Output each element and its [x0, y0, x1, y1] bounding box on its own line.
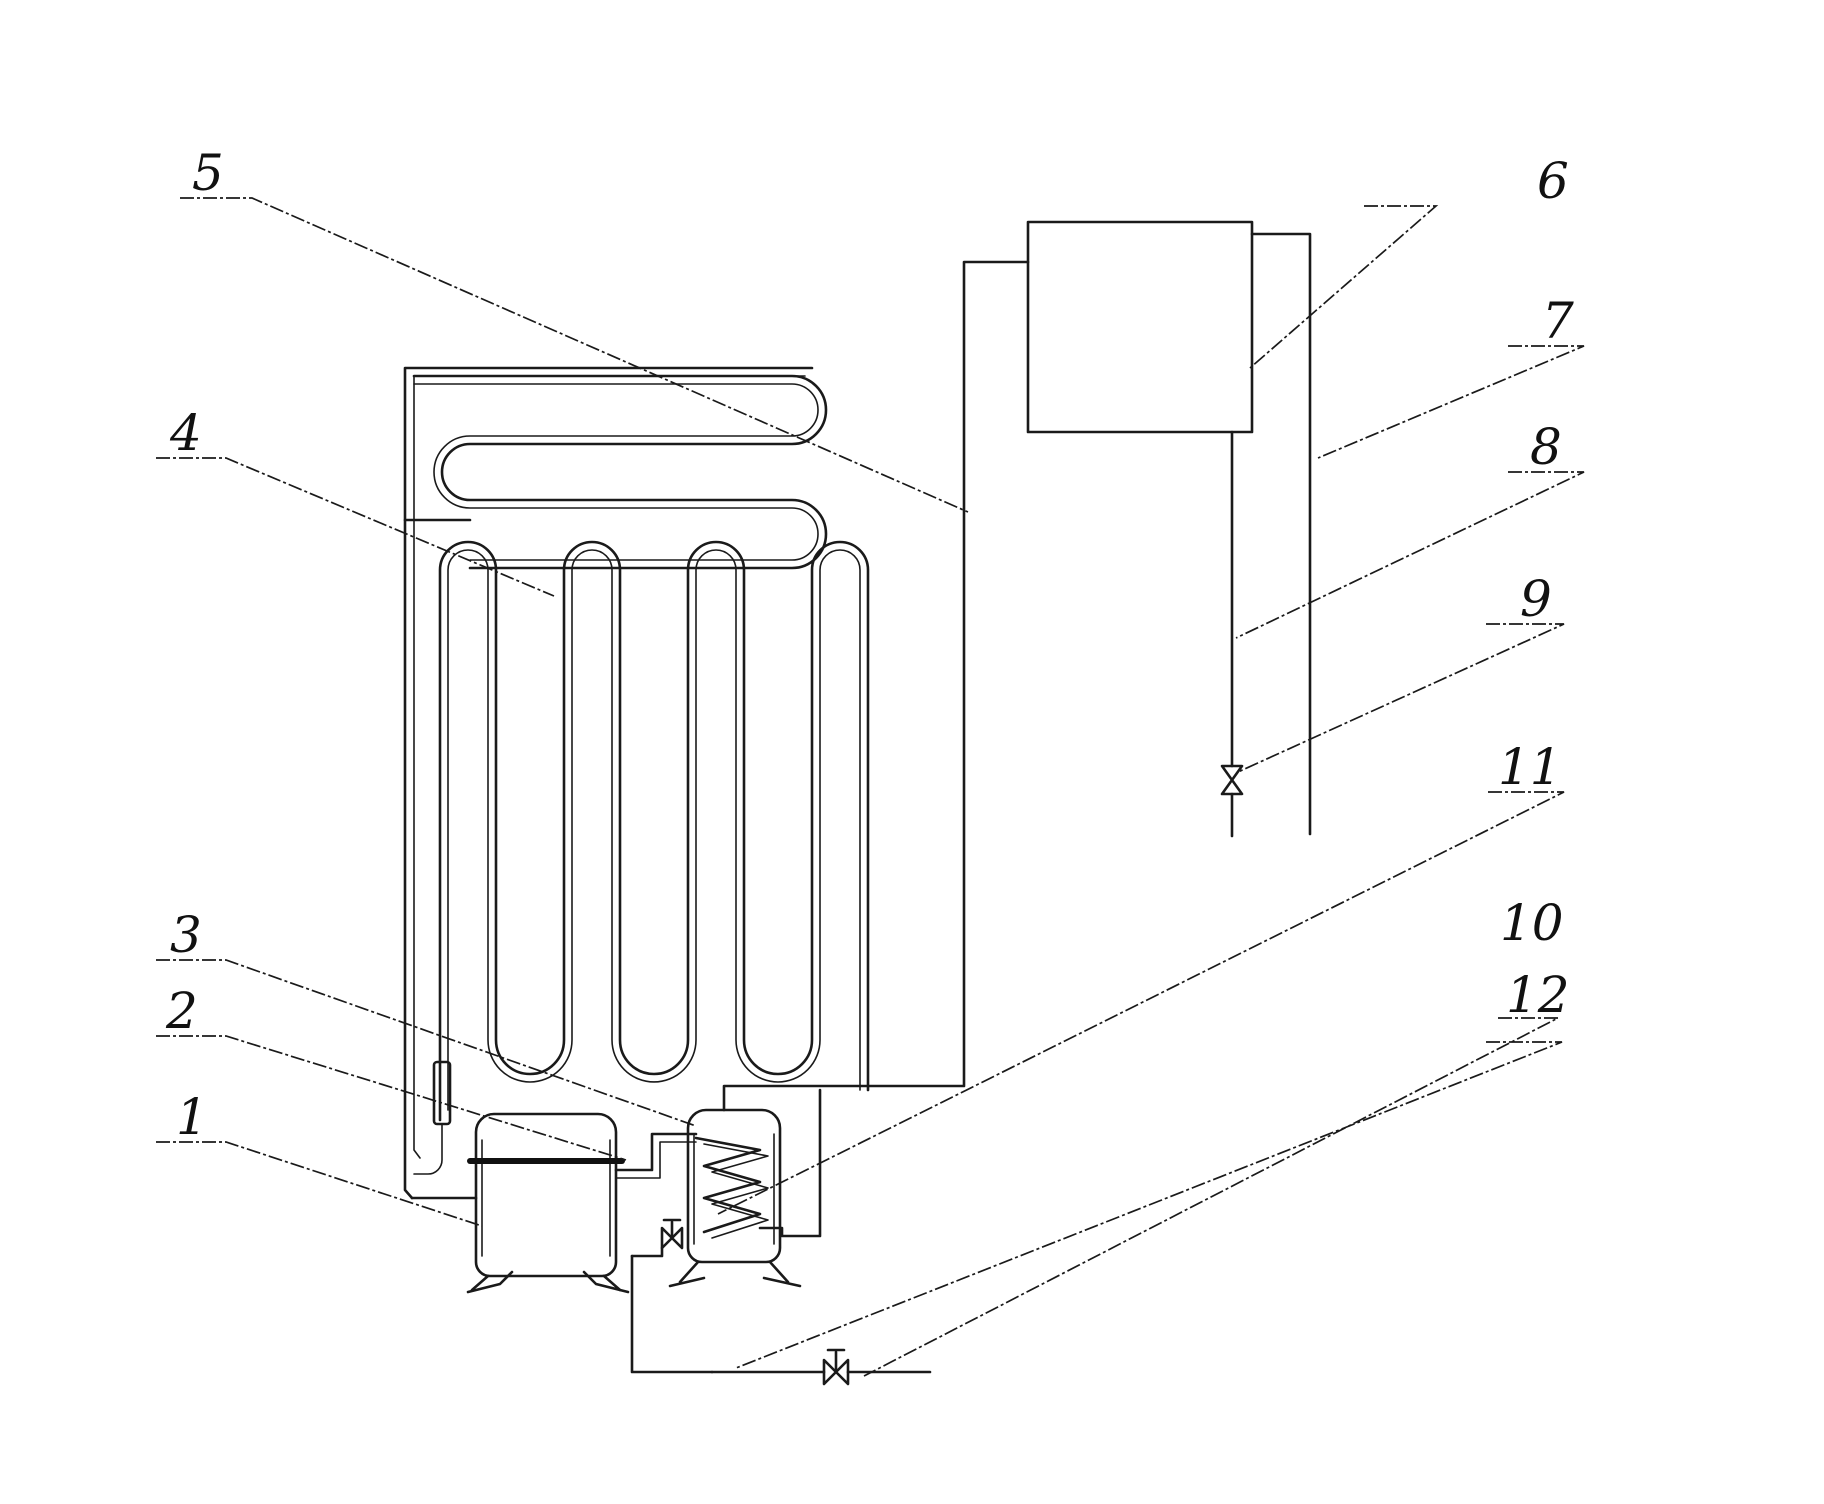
- label-2: 2: [165, 982, 198, 1040]
- tank-inlet-valve: [630, 1218, 714, 1374]
- label-1: 1: [176, 1088, 208, 1146]
- compressor: [410, 1112, 630, 1294]
- label-7: 7: [1542, 292, 1574, 350]
- outlet-pipe: [1220, 430, 1244, 838]
- label-3: 3: [170, 906, 202, 964]
- label-6: 6: [1537, 152, 1569, 210]
- leader-lines: [156, 197, 1585, 1377]
- label-4: 4: [169, 404, 202, 462]
- heat-exchanger-tank: [614, 260, 1030, 1288]
- label-10: 10: [1500, 894, 1564, 952]
- label-12: 12: [1506, 966, 1570, 1024]
- label-5: 5: [192, 144, 224, 202]
- filter-drier: [413, 1060, 452, 1175]
- label-9: 9: [1520, 570, 1552, 628]
- part-labels: 5 6 7 8 9 11 10 12 4 3 2 1: [165, 144, 1574, 1146]
- condenser-frame: [403, 366, 814, 1200]
- condenser-vertical-serpentine: [438, 540, 870, 1122]
- condenser-top-serpentine: [403, 374, 828, 570]
- water-tank: [1026, 220, 1312, 836]
- label-11: 11: [1498, 738, 1562, 796]
- label-8: 8: [1530, 418, 1562, 476]
- inlet-valve: [710, 1348, 932, 1386]
